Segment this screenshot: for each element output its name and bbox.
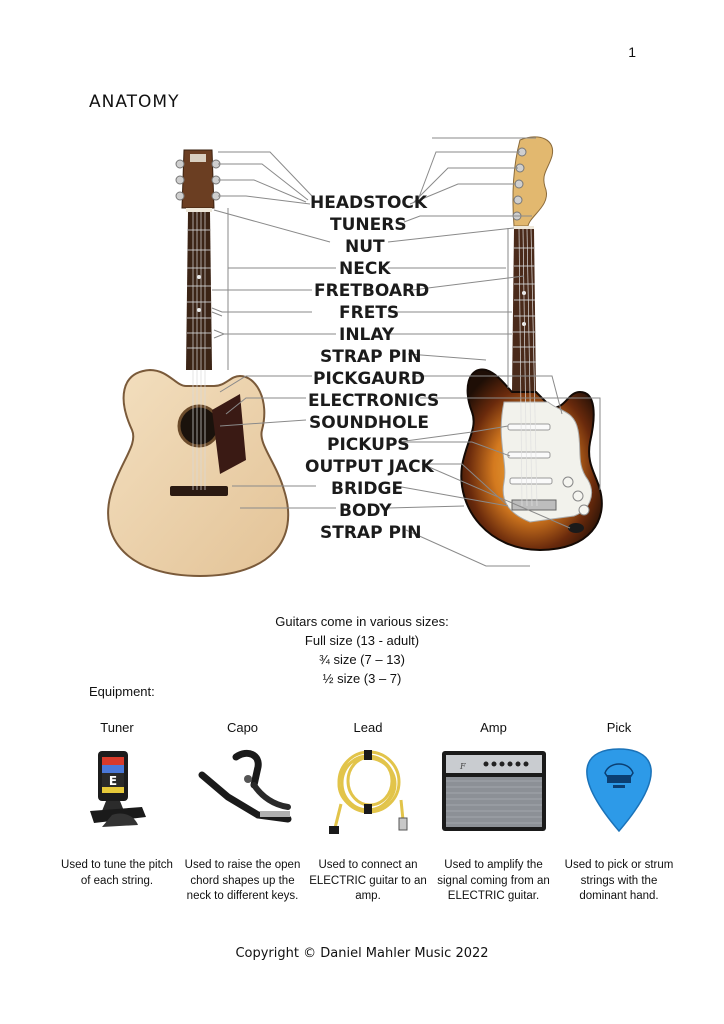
label-inlay: INLAY bbox=[339, 325, 395, 345]
section-title: ANATOMY bbox=[89, 92, 180, 112]
guitar-lead-icon bbox=[329, 750, 408, 834]
equipment-description: Used to amplify the signal coming from a… bbox=[437, 859, 550, 902]
label-bridge: BRIDGE bbox=[331, 479, 403, 499]
equipment-list: Tuner E Used to tune the pitch of each s… bbox=[58, 720, 678, 905]
amplifier-icon: F bbox=[441, 751, 546, 831]
equipment-lead: Lead Used to connect an ELECTRIC guitar … bbox=[309, 720, 427, 905]
sizes-heading: Guitars come in various sizes: bbox=[275, 614, 449, 629]
equipment-description: Used to tune the pitch of each string. bbox=[61, 859, 173, 887]
equipment-capo: Capo Used to raise the open chord shapes… bbox=[184, 720, 302, 905]
svg-text:F: F bbox=[459, 762, 466, 771]
size-three-quarter: ¾ size (7 – 13) bbox=[319, 652, 405, 667]
page-number: 1 bbox=[628, 44, 636, 60]
equipment-description: Used to pick or strum strings with the d… bbox=[564, 859, 674, 902]
equipment-description: Used to connect an ELECTRIC guitar to an… bbox=[309, 859, 427, 902]
guitar-sizes: Guitars come in various sizes: Full size… bbox=[0, 612, 724, 688]
label-fretboard: FRETBOARD bbox=[314, 281, 429, 301]
equipment-tuner: Tuner E Used to tune the pitch of each s… bbox=[58, 720, 176, 905]
equipment-name: Tuner bbox=[100, 720, 134, 735]
label-strap-pin-top: STRAP PIN bbox=[320, 347, 421, 367]
label-pickups: PICKUPS bbox=[327, 435, 410, 455]
clip-tuner-icon: E bbox=[90, 751, 146, 827]
label-neck: NECK bbox=[339, 259, 391, 279]
equipment-name: Lead bbox=[353, 720, 383, 735]
equipment-description: Used to raise the open chord shapes up t… bbox=[184, 859, 301, 902]
equipment-name: Pick bbox=[606, 720, 632, 735]
guitar-pick-icon bbox=[586, 748, 652, 833]
acoustic-guitar-image bbox=[107, 149, 290, 578]
copyright-notice: Copyright © Daniel Mahler Music 2022 bbox=[235, 946, 489, 961]
label-electronics: ELECTRONICS bbox=[308, 391, 439, 411]
label-headstock: HEADSTOCK bbox=[310, 193, 428, 213]
capo-icon bbox=[198, 749, 291, 823]
leader-lines bbox=[211, 137, 601, 567]
size-full: Full size (13 - adult) bbox=[304, 633, 420, 648]
size-half: ½ size (3 – 7) bbox=[322, 671, 402, 686]
label-frets: FRETS bbox=[339, 303, 399, 323]
equipment-heading: Equipment: bbox=[89, 684, 155, 699]
guitar-anatomy-diagram: HEADSTOCK TUNERS NUT NECK FRETBOARD FRET… bbox=[107, 136, 603, 578]
svg-text:E: E bbox=[109, 774, 117, 788]
equipment-pick: Pick Used to pick or strum strings with … bbox=[560, 720, 678, 905]
label-pickguard: PICKGAURD bbox=[313, 369, 425, 389]
equipment-name: Amp bbox=[480, 720, 507, 735]
label-output-jack: OUTPUT JACK bbox=[305, 457, 435, 477]
label-strap-pin-bottom: STRAP PIN bbox=[320, 523, 421, 543]
equipment-name: Capo bbox=[226, 720, 259, 735]
label-tuners: TUNERS bbox=[330, 215, 407, 235]
label-body: BODY bbox=[339, 501, 392, 521]
equipment-amp: Amp F Used to amplify the signal co bbox=[435, 720, 553, 905]
label-soundhole: SOUNDHOLE bbox=[309, 413, 429, 433]
electric-guitar-image bbox=[460, 136, 603, 552]
label-nut: NUT bbox=[345, 237, 385, 257]
